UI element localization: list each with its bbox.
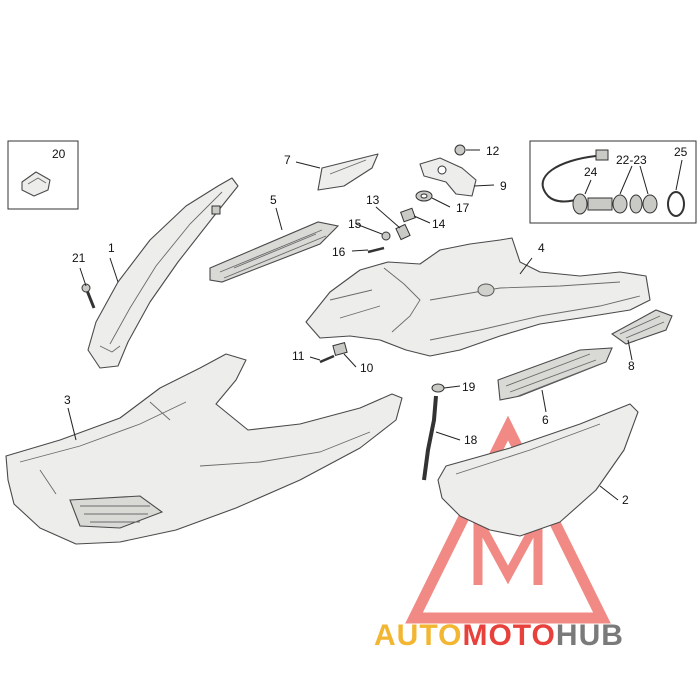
callout-labels: 20 1 21 3 5 7 4 12 9 17 14 13 15 16 11 1… [52,144,688,507]
callout-21: 21 [72,251,86,265]
callout-1: 1 [108,241,115,255]
callout-14: 14 [432,217,446,231]
part-2-side-panel [437,403,639,537]
callout-2: 2 [622,493,629,507]
callout-22-23: 22-23 [616,153,647,167]
part-10-clip [332,342,348,356]
callout-19: 19 [462,380,476,394]
part-21-screw [81,283,96,309]
part-17-washer [415,190,433,202]
callout-11: 11 [292,349,305,363]
callout-25: 25 [674,145,688,159]
watermark-text-auto: AUTO [374,619,462,652]
part-18-hose [422,395,438,481]
parts-22-25-inset [529,140,697,224]
part-5-footboard-mat [209,221,340,283]
part-20-clip-inset [7,140,79,210]
callout-10: 10 [360,361,374,375]
callout-17: 17 [456,201,470,215]
part-15-nut [381,231,391,241]
part-6-footboard-mat [497,347,613,401]
part-4-central-floor-panel [305,237,651,357]
callout-8: 8 [628,359,635,373]
watermark-wordmark: AUTOMOTOHUB [374,619,624,652]
callout-13: 13 [366,193,380,207]
callout-6: 6 [542,413,549,427]
part-1-side-rail [87,177,239,369]
callout-18: 18 [464,433,478,447]
watermark-text-hub: HUB [556,619,624,652]
callout-4: 4 [538,241,545,255]
callout-3: 3 [64,393,71,407]
leader-lines [67,149,683,501]
part-16-screw [367,246,385,254]
part-12-bolt [454,144,466,156]
callout-16: 16 [332,245,346,259]
callout-9: 9 [500,179,507,193]
callout-5: 5 [270,193,277,207]
part-8-rear-mat [610,309,673,345]
callout-15: 15 [348,217,362,231]
part-14-bushing [400,207,416,223]
callout-7: 7 [284,153,291,167]
part-13-grommet [395,223,411,241]
part-9-bracket [419,157,477,197]
callout-24: 24 [584,165,598,179]
part-11-screw [319,354,335,364]
svg-text:AUTOMOTOHUB: AUTOMOTOHUB [374,619,624,652]
part-3-lower-body-panel [5,353,403,545]
callout-20: 20 [52,147,66,161]
watermark-text-moto: MOTO [462,619,555,652]
part-19-cap [431,383,445,393]
part-7-small-cover [317,153,379,191]
callout-12: 12 [486,144,500,158]
